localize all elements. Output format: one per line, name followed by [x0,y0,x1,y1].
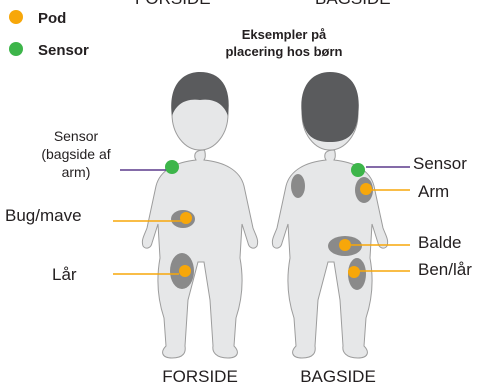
back-arm-label: Arm [418,182,449,201]
back-leg-label: Ben/lår [418,260,472,279]
caption-line-2: placering hos børn [225,44,342,59]
top-front-label: FORSIDE [135,0,211,8]
legend: Pod Sensor [9,10,89,59]
front-sensor-label-line-1: Sensor [54,128,99,144]
back-child-hair [301,72,358,142]
front-arm-sensor [165,160,179,174]
caption-line-1: Eksempler på [242,27,327,42]
back-view-label: BAGSIDE [300,367,376,385]
sensor-legend-dot [9,42,23,56]
front-belly-label: Bug/mave [5,206,82,225]
front-sensor-label-line-2: (bagside af [41,146,110,162]
back-arm-sensor [351,163,365,177]
pod-legend-dot [9,10,23,24]
front-child-figure [142,72,257,358]
front-thigh-label: Lår [52,265,77,284]
back-child-figure [272,72,387,358]
back-buttock-label: Balde [418,233,461,252]
back-leg-pod [348,266,360,278]
front-thigh-pod [179,265,191,277]
front-view-label: FORSIDE [162,367,238,385]
back-sensor-label: Sensor [413,154,467,173]
sensor-legend-label: Sensor [38,42,89,59]
back-left-arm-area [291,174,305,198]
pod-legend-label: Pod [38,10,66,27]
top-back-label: BAGSIDE [315,0,391,8]
front-child-body [142,150,257,358]
front-sensor-label-line-3: arm) [62,164,91,180]
back-arm-pod [360,183,372,195]
front-belly-pod [180,212,192,224]
back-buttock-pod [339,239,351,251]
